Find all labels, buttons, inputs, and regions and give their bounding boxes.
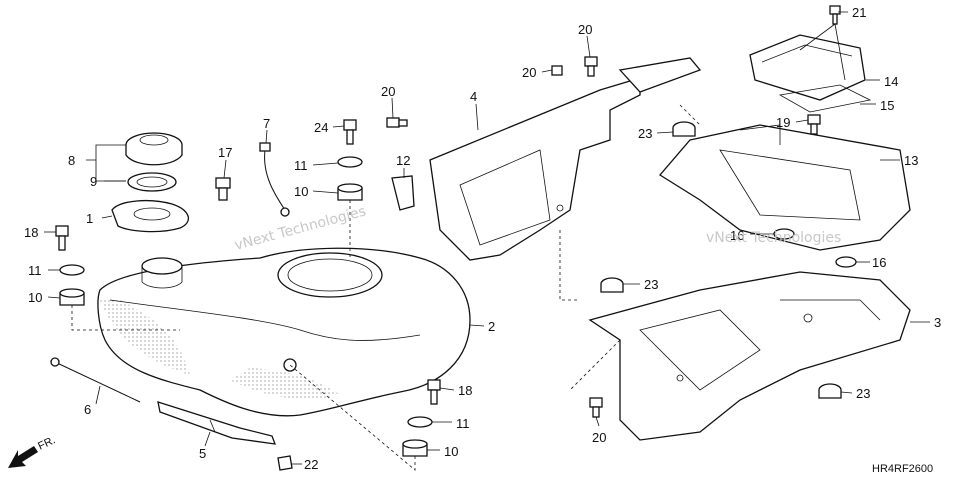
washer-11-top: [337, 156, 363, 168]
callouts: 1 2 3 4 5 6 7 8 9 10 10 10 11 11 11 12 1…: [24, 5, 941, 472]
filler-ring: [111, 200, 190, 233]
leader-lines: [44, 11, 930, 471]
bolt-18-right: [427, 379, 441, 405]
callout-24: 24: [314, 120, 328, 135]
callout-1: 1: [86, 211, 93, 226]
callout-17: 17: [218, 145, 232, 160]
callout-23-top: 23: [638, 126, 652, 141]
bracket-panel: [429, 57, 702, 261]
callout-20-low: 20: [592, 430, 606, 445]
tank-rod: [50, 357, 141, 403]
under-tray: [588, 271, 911, 441]
cap-23-top: [672, 121, 696, 137]
callout-23-low: 23: [856, 386, 870, 401]
callout-16-b: 16: [872, 255, 886, 270]
front-arrow-icon: [8, 446, 38, 468]
callout-14: 14: [884, 74, 898, 89]
callout-11-left: 11: [28, 263, 42, 278]
watermark-text-right: vNext Technologies: [706, 230, 841, 246]
callout-9: 9: [90, 174, 97, 189]
bolt-20-mid: [551, 65, 563, 76]
callout-20-top: 20: [578, 22, 592, 37]
fuel-cap: [125, 132, 183, 166]
callout-20-mid: 20: [522, 65, 536, 80]
front-label: FR.: [36, 434, 57, 452]
battery-cover: [749, 34, 866, 101]
callout-23-mid: 23: [644, 277, 658, 292]
callout-10-right: 10: [444, 444, 458, 459]
rubber-10-right: [402, 439, 428, 457]
callout-11-right: 11: [456, 416, 470, 431]
grommet-16-b: [835, 256, 857, 268]
clip-22: [277, 455, 293, 471]
cap-23-low: [818, 383, 842, 399]
callout-19: 19: [776, 115, 790, 130]
callout-8: 8: [68, 153, 75, 168]
callout-2: 2: [488, 319, 495, 334]
diagram-code: HR4RF2600: [872, 463, 933, 475]
rubber-10-left: [59, 288, 85, 306]
front-marker: FR.: [8, 434, 57, 468]
bolt-20-top: [584, 56, 598, 77]
callout-12: 12: [396, 153, 410, 168]
fuel-tank: [97, 247, 471, 417]
screw-21: [829, 5, 841, 25]
battery-box: [659, 124, 911, 251]
callout-22: 22: [304, 457, 318, 472]
callout-6: 6: [84, 402, 91, 417]
callout-3: 3: [934, 315, 941, 330]
cap-gasket: [127, 172, 177, 192]
callout-11-top: 11: [294, 158, 308, 173]
callout-13: 13: [904, 153, 918, 168]
callout-10-left: 10: [28, 290, 42, 305]
callout-20-left: 20: [381, 84, 395, 99]
bolt-19: [807, 114, 821, 135]
washer-11-left: [59, 264, 85, 276]
bolt-20-left: [386, 117, 408, 128]
cap-23-mid: [600, 277, 624, 293]
bolt-20-low: [589, 397, 603, 418]
rubber-10-top: [337, 183, 363, 201]
tank-strap: [157, 401, 276, 445]
callout-4: 4: [470, 89, 477, 104]
callout-18-left: 18: [24, 225, 38, 240]
bolt-18-left: [55, 225, 69, 251]
bolt-24: [343, 119, 357, 145]
callout-21: 21: [852, 5, 866, 20]
callout-10-top: 10: [294, 184, 308, 199]
clip-12: [391, 175, 415, 211]
bolt-17: [215, 177, 231, 201]
callout-16-a: 16: [730, 228, 744, 243]
callout-7: 7: [263, 116, 270, 131]
washer-11-right: [407, 416, 433, 428]
vent-tube: [259, 142, 290, 217]
callout-18-right: 18: [458, 383, 472, 398]
watermark-text: vNext Technologies: [233, 203, 368, 253]
callout-5: 5: [199, 446, 206, 461]
cover-seal: [778, 84, 872, 113]
callout-15: 15: [880, 98, 894, 113]
